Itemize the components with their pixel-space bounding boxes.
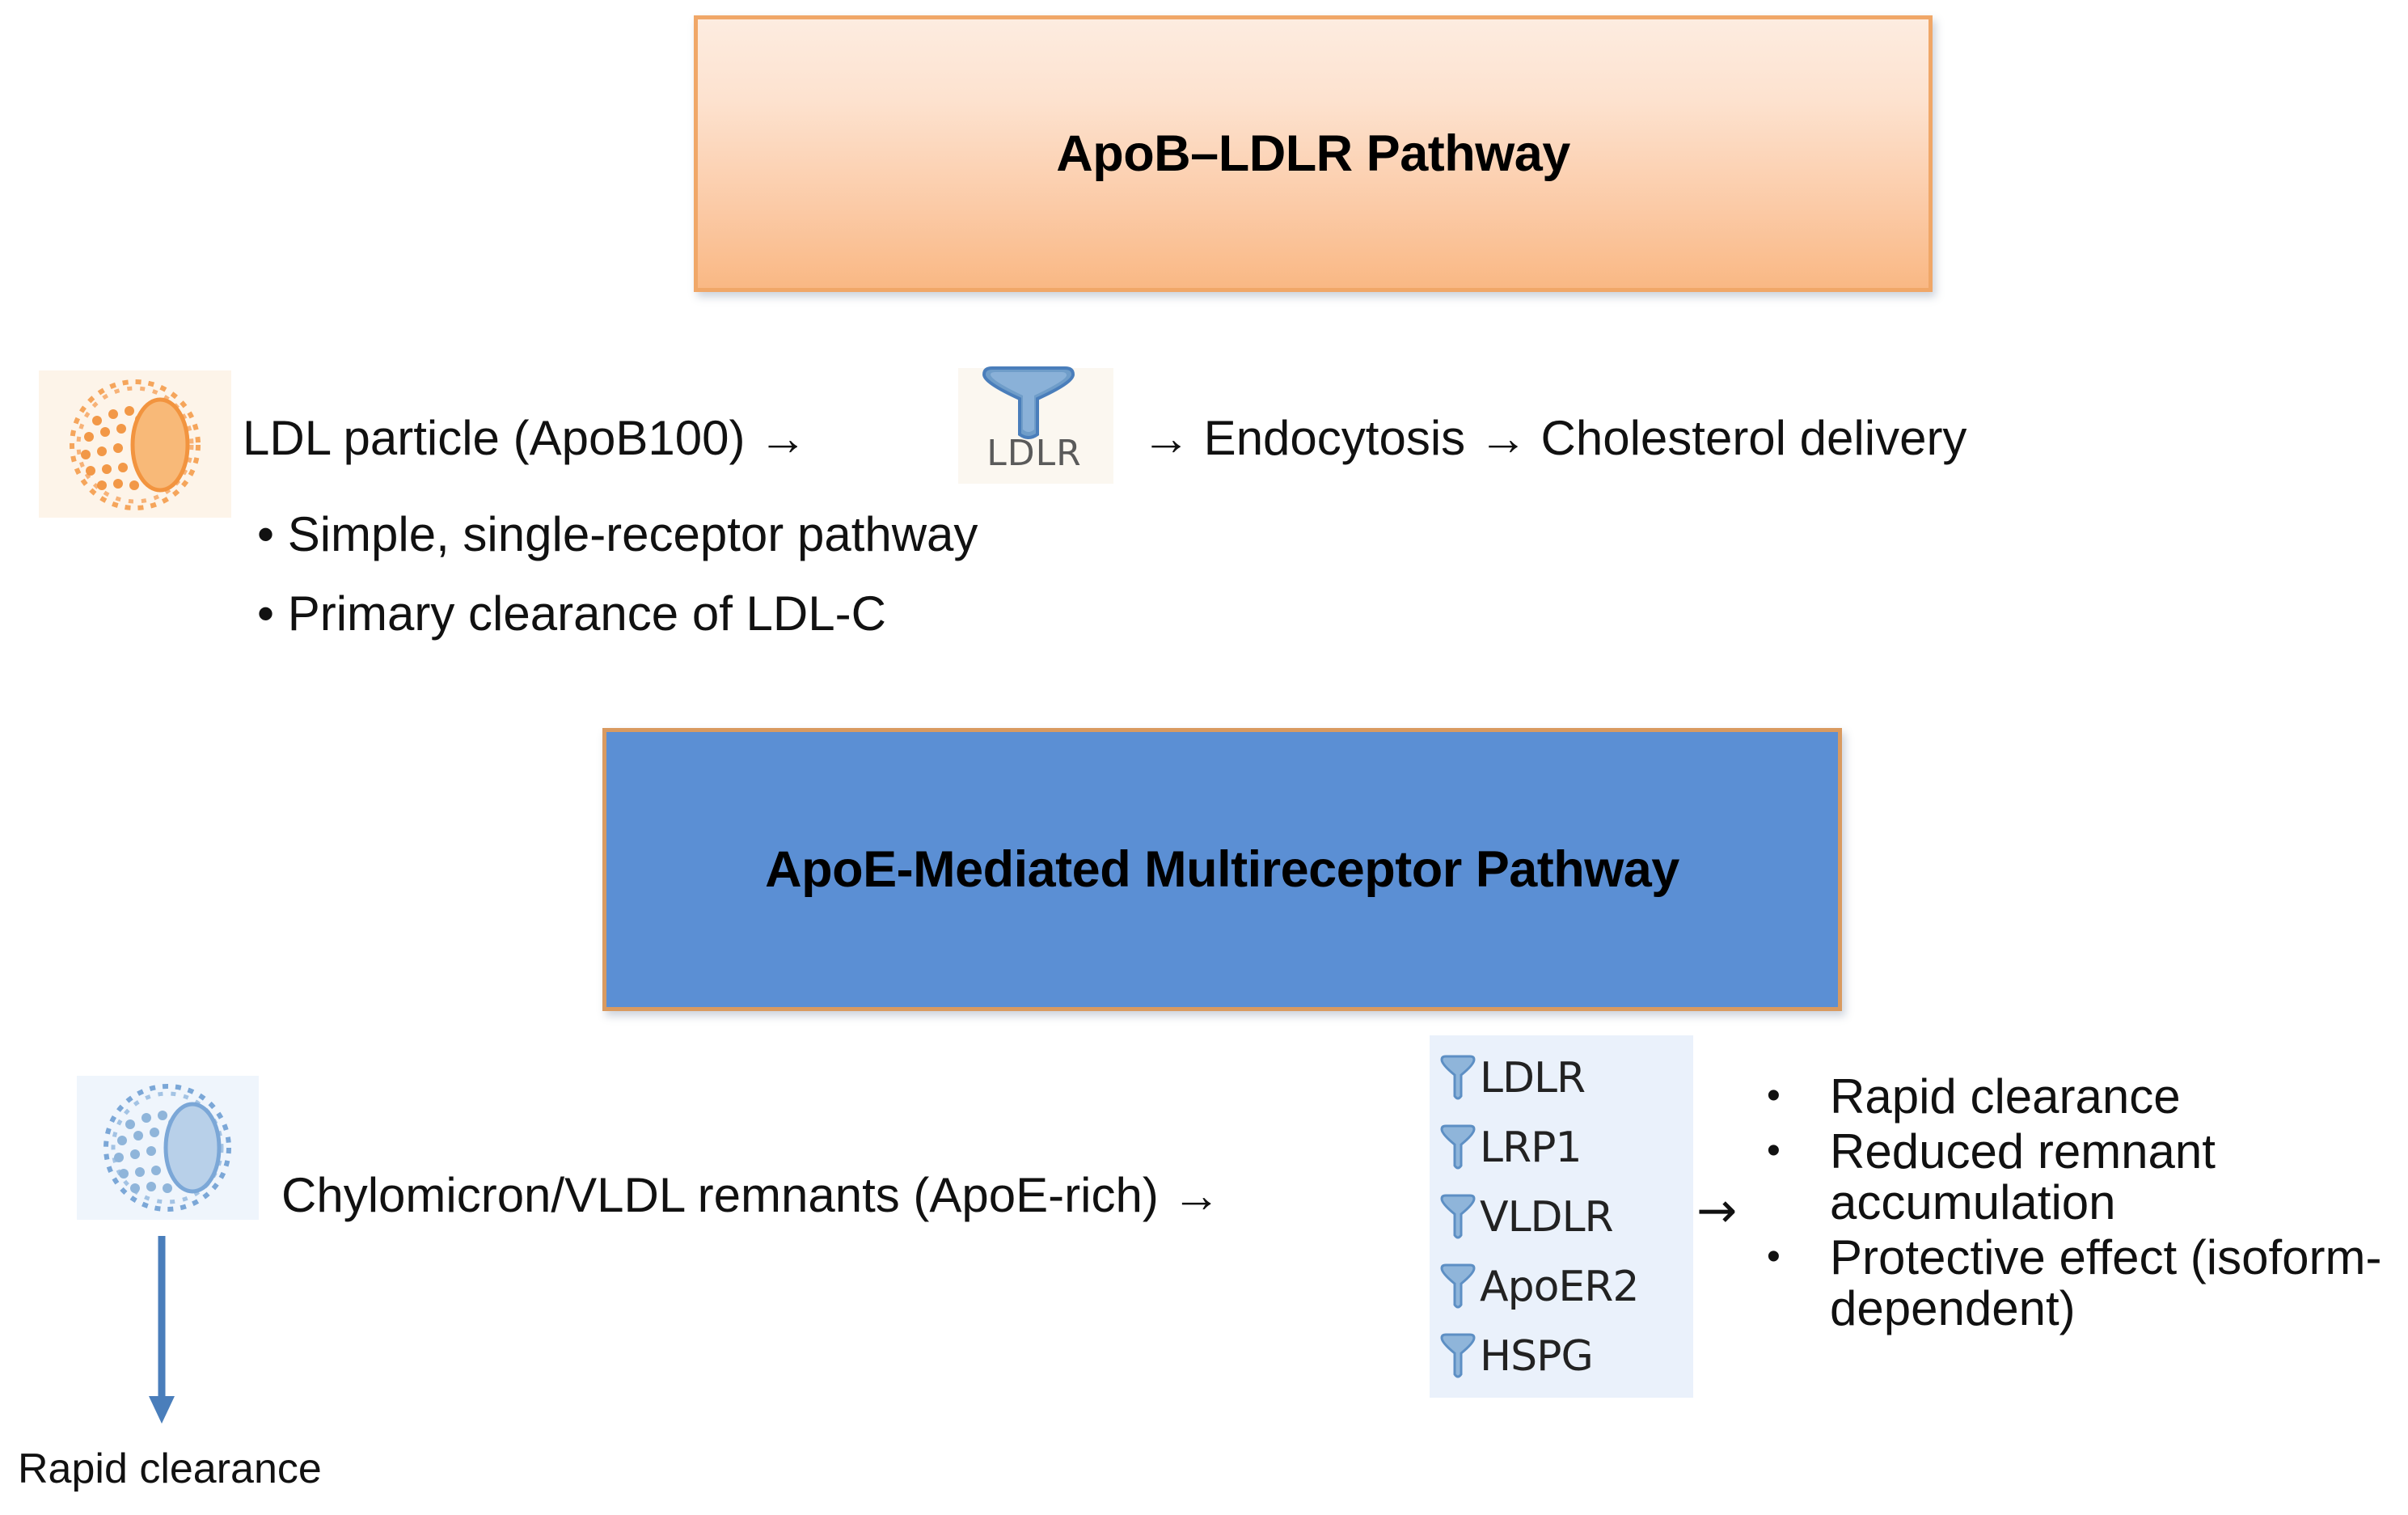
- receptor-row: ApoER2: [1439, 1252, 1693, 1322]
- receptor-row: LRP1: [1439, 1113, 1693, 1183]
- apoe-arrow-to-receptors: →: [1172, 1168, 1221, 1222]
- apob-bullet-2-text: Primary clearance of LDL-C: [287, 586, 886, 641]
- apob-step-endocytosis: Endocytosis: [1203, 411, 1466, 465]
- outcome-text: Protective effect (isoform-dependent): [1830, 1230, 2382, 1335]
- ldl-particle-svg: [70, 379, 201, 510]
- receptor-row: LDLR: [1439, 1043, 1693, 1113]
- receptor-label: HSPG: [1480, 1332, 1594, 1381]
- outcome-bullet-marker: •: [1767, 1129, 1781, 1173]
- apob-bullet-1-marker: •: [257, 507, 275, 561]
- outcome-text: Rapid clearance: [1830, 1069, 2181, 1124]
- apob-arrow-3: →: [1478, 411, 1527, 465]
- outcome-item: • Protective effect (isoform-dependent): [1767, 1233, 2406, 1334]
- rapid-clearance-down-arrow: [146, 1236, 178, 1430]
- apoe-pathway-title: ApoE-Mediated Multireceptor Pathway: [765, 841, 1679, 898]
- apob-arrow-2: →: [1142, 411, 1190, 465]
- receptor-list-panel: LDLR LRP1 VLDLR ApoER2 HSPG: [1430, 1035, 1693, 1398]
- apob-bullet-1: • Simple, single-receptor pathway: [257, 506, 978, 562]
- apoer2-funnel-icon: [1439, 1263, 1476, 1311]
- apob-bullet-2: • Primary clearance of LDL-C: [257, 586, 886, 641]
- apob-flow-tail: → Endocytosis → Cholesterol delivery: [1142, 414, 1967, 463]
- apob-source-label: LDL particle (ApoB100) →: [243, 411, 808, 465]
- remnant-particle-svg: [104, 1084, 231, 1212]
- ldlr-funnel-icon: [976, 363, 1081, 441]
- ldl-particle-icon: [39, 370, 231, 518]
- receptor-label: VLDLR: [1480, 1193, 1614, 1242]
- apoe-source-label: Chylomicron/VLDL remnants (ApoE-rich) →: [281, 1168, 1221, 1222]
- apoe-pathway-banner: ApoE-Mediated Multireceptor Pathway: [602, 728, 1842, 1011]
- outcome-item: • Rapid clearance: [1767, 1069, 2406, 1124]
- hspg-funnel-icon: [1439, 1332, 1476, 1381]
- ldlr-receptor-tile: LDLR: [958, 366, 1113, 484]
- apoe-outcomes-list: • Rapid clearance • Reduced remnant accu…: [1767, 1069, 2406, 1339]
- outcome-bullet-marker: •: [1767, 1235, 1781, 1279]
- vldlr-funnel-icon: [1439, 1193, 1476, 1242]
- apob-bullet-1-text: Simple, single-receptor pathway: [287, 507, 978, 561]
- outcome-item: • Reduced remnant accumulation: [1767, 1127, 2406, 1228]
- receptor-label: LRP1: [1480, 1124, 1582, 1172]
- remnant-particle-icon: [77, 1076, 259, 1220]
- apob-arrow-1: →: [758, 411, 808, 465]
- apob-bullet-2-marker: •: [257, 586, 275, 641]
- ldlr-tile-caption: LDLR: [986, 433, 1082, 474]
- receptor-row: HSPG: [1439, 1322, 1693, 1391]
- lrp1-funnel-icon: [1439, 1124, 1476, 1172]
- receptor-label: LDLR: [1480, 1054, 1586, 1102]
- outcome-bullet-marker: •: [1767, 1074, 1781, 1117]
- apob-pathway-banner: ApoB–LDLR Pathway: [694, 15, 1933, 292]
- receptor-label: ApoER2: [1480, 1263, 1639, 1311]
- apob-pathway-title: ApoB–LDLR Pathway: [1056, 125, 1570, 182]
- outcome-text: Reduced remnant accumulation: [1830, 1124, 2216, 1229]
- apob-step-cholesterol-delivery: Cholesterol delivery: [1540, 411, 1967, 465]
- receptor-row: VLDLR: [1439, 1183, 1693, 1252]
- ldlr-funnel-icon: [1439, 1054, 1476, 1102]
- rapid-clearance-label: Rapid clearance: [18, 1445, 322, 1492]
- apoe-arrow-to-outcomes: →: [1696, 1183, 1738, 1239]
